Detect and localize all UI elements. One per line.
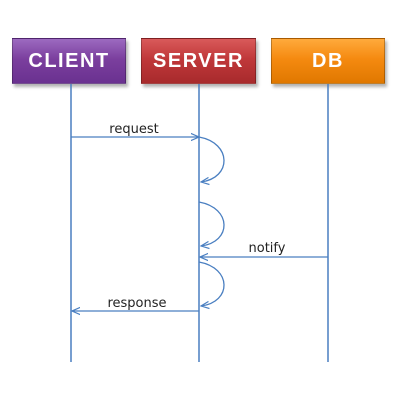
actor-server-label: SERVER [153,49,244,72]
actor-client-label: CLIENT [28,49,110,72]
actor-client: CLIENT [12,38,126,84]
actor-server: SERVER [141,38,256,84]
self-call-2 [198,201,225,246]
self-call-3 [198,261,225,306]
self-call-1 [198,136,225,182]
actor-db-label: DB [312,49,344,72]
actor-db: DB [271,38,385,84]
message-request-label: request [109,122,158,137]
message-notify-label: notify [249,241,286,256]
message-response-label: response [107,296,166,311]
